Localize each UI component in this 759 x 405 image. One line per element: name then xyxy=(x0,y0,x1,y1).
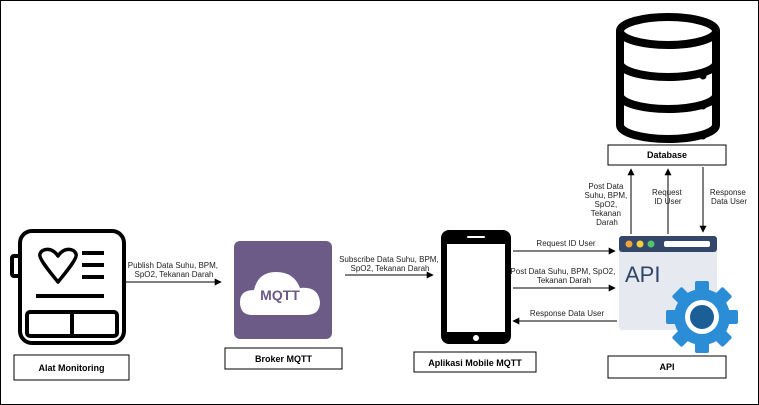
svg-text:Broker MQTT: Broker MQTT xyxy=(255,354,313,364)
smartphone-icon xyxy=(441,230,511,344)
label-publish: Publish Data Suhu, BPM, SpO2, Tekanan Da… xyxy=(128,261,221,279)
node-aplikasi-mobile: Aplikasi Mobile MQTT xyxy=(413,351,537,373)
api-window-text: API xyxy=(625,262,660,287)
node-database: Database xyxy=(607,144,727,166)
gear-icon xyxy=(666,281,738,353)
label-request-id: Request ID User xyxy=(536,239,595,248)
svg-text:Alat Monitoring: Alat Monitoring xyxy=(39,363,105,373)
label-request-db: Request ID User xyxy=(652,188,684,206)
node-broker-mqtt: Broker MQTT xyxy=(224,347,343,370)
mqtt-logo-icon: MQTT xyxy=(234,241,332,339)
label-subscribe: Subscribe Data Suhu, BPM, SpO2, Tekanan … xyxy=(339,255,441,273)
label-post-db: Post Data Suhu, BPM, SpO2, Tekanan Darah xyxy=(585,182,630,227)
node-alat-monitoring: Alat Monitoring xyxy=(13,354,130,381)
label-response-app: Response Data User xyxy=(530,309,605,318)
database-icon xyxy=(616,13,720,143)
label-response-db: Response Data User xyxy=(710,188,748,206)
node-api: API xyxy=(607,355,727,379)
svg-text:Aplikasi Mobile MQTT: Aplikasi Mobile MQTT xyxy=(428,358,522,368)
svg-text:API: API xyxy=(659,362,674,372)
svg-text:Database: Database xyxy=(647,150,687,160)
smartwatch-icon xyxy=(10,229,126,345)
label-post-api: Post Data Suhu, BPM, SpO2, Tekanan Darah xyxy=(510,267,617,285)
mqtt-logo-text: MQTT xyxy=(260,287,300,303)
